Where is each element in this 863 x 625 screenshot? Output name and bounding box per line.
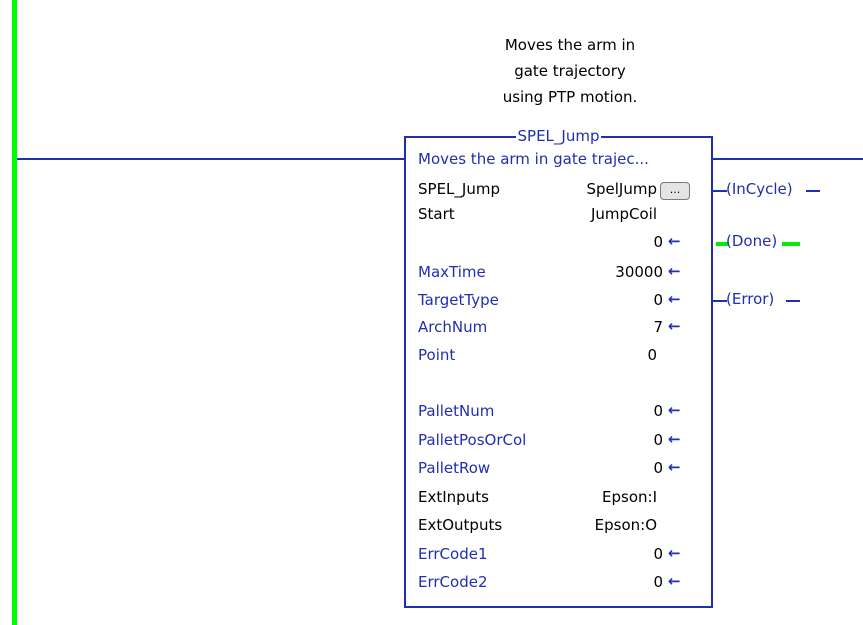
param-label-spel-jump: SPEL_Jump [418, 180, 500, 198]
coil-label-error: Error [731, 290, 769, 308]
coil-wire-done-right [782, 242, 800, 246]
param-label-targettype: TargetType [418, 291, 499, 309]
output-coil-error[interactable]: (Error) [726, 290, 775, 308]
param-label-palletrow: PalletRow [418, 459, 491, 477]
input-arrow-icon: ← [668, 572, 681, 590]
param-value-unnamed[interactable]: 0 [653, 233, 663, 251]
input-arrow-icon: ← [668, 544, 681, 562]
coil-label-done: Done [731, 232, 772, 250]
coil-wire-incycle-left [713, 190, 727, 192]
input-arrow-icon: ← [668, 317, 681, 335]
input-arrow-icon: ← [668, 401, 681, 419]
input-arrow-icon: ← [668, 458, 681, 476]
input-arrow-icon: ← [668, 262, 681, 280]
browse-ellipsis-button[interactable]: ... [660, 182, 690, 200]
input-arrow-icon: ← [668, 232, 681, 250]
input-arrow-icon: ← [668, 290, 681, 308]
param-label-point: Point [418, 346, 456, 364]
block-description: Moves the arm in gate trajec... [418, 150, 649, 168]
rung-comment-line-1: Moves the arm in [504, 36, 636, 54]
param-label-start: Start [418, 205, 455, 223]
param-value-maxtime[interactable]: 30000 [615, 263, 663, 281]
param-label-extoutputs: ExtOutputs [418, 516, 503, 534]
param-label-palletposorcol: PalletPosOrCol [418, 431, 527, 449]
rung-comment-line-2: gate trajectory [514, 62, 626, 80]
input-arrow-icon: ← [668, 430, 681, 448]
rung-wire-input [17, 158, 406, 160]
rung-wire-output [713, 158, 863, 160]
param-value-extoutputs[interactable]: Epson:O [594, 516, 657, 534]
block-title[interactable]: SPEL_Jump [515, 127, 602, 145]
param-value-start[interactable]: JumpCoil [590, 205, 657, 223]
param-label-archnum: ArchNum [418, 318, 488, 336]
param-value-archnum[interactable]: 7 [653, 318, 663, 336]
output-coil-incycle[interactable]: (InCycle) [726, 180, 793, 198]
coil-wire-error-left [713, 300, 727, 302]
coil-wire-done-left [716, 242, 728, 246]
param-value-targettype[interactable]: 0 [653, 291, 663, 309]
output-coil-done[interactable]: (Done) [726, 232, 778, 250]
coil-wire-error-right [786, 300, 800, 302]
param-label-errcode2: ErrCode2 [418, 573, 488, 591]
param-value-palletnum[interactable]: 0 [653, 402, 663, 420]
block-title-wrap: SPEL_Jump [404, 127, 713, 145]
param-label-maxtime: MaxTime [418, 263, 486, 281]
param-value-errcode1[interactable]: 0 [653, 545, 663, 563]
param-value-palletposorcol[interactable]: 0 [653, 431, 663, 449]
coil-wire-incycle-right [806, 190, 820, 192]
param-value-spel-jump[interactable]: SpelJump [586, 180, 657, 198]
param-label-palletnum: PalletNum [418, 402, 495, 420]
param-value-palletrow[interactable]: 0 [653, 459, 663, 477]
param-value-point[interactable]: 0 [647, 346, 657, 364]
left-power-rail [12, 0, 17, 625]
spel-jump-block[interactable] [404, 136, 713, 608]
param-value-extinputs[interactable]: Epson:I [602, 488, 657, 506]
coil-label-incycle: InCycle [731, 180, 787, 198]
rung-comment-line-3: using PTP motion. [502, 88, 638, 106]
param-value-errcode2[interactable]: 0 [653, 573, 663, 591]
param-label-extinputs: ExtInputs [418, 488, 489, 506]
param-label-errcode1: ErrCode1 [418, 545, 488, 563]
